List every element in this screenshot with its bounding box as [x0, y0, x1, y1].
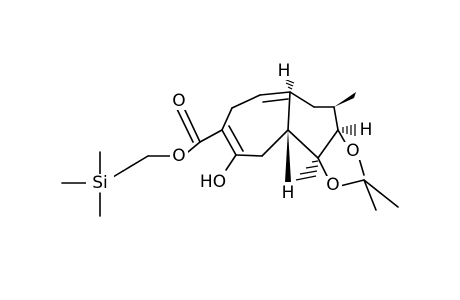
dioxolane-oxygen-lower-label: O	[326, 175, 339, 195]
wedge-bond-h-bottom	[285, 130, 291, 182]
bond-carbonyl-ring	[199, 129, 223, 143]
ring-hydrogen-bottom-label: H	[282, 183, 295, 203]
bond-ring-c7-c6	[235, 154, 263, 157]
silicon-label: Si	[92, 173, 108, 193]
hashed-bond-h-right	[342, 124, 356, 136]
bond-c-o-c-o-lower	[317, 129, 339, 159]
bond-ester-o-carbonyl	[187, 141, 201, 153]
bond-o-lower-cme2	[339, 179, 365, 187]
bond-c7-hydroxyl	[225, 154, 237, 171]
bond-ring-c2-c3	[231, 94, 261, 109]
bond-ring-c1-c7-double-a	[221, 129, 237, 156]
atom-labels: O O Si HO H H H O O	[86, 61, 374, 203]
bond-ring-c1-c7-double-b	[228, 125, 244, 152]
carbonyl-oxygen-label: O	[172, 91, 185, 111]
bond-cme2-methyl-right	[363, 179, 399, 208]
ring-hydrogen-right-label: H	[360, 120, 373, 140]
bond-c4-ch2	[289, 91, 315, 108]
bond-si-ch2	[112, 170, 124, 178]
ester-oxygen-label: O	[172, 146, 185, 166]
hydroxyl-label: HO	[200, 172, 226, 192]
dioxolane-oxygen-upper-label: O	[346, 141, 359, 161]
wedge-bond-methyl	[334, 92, 356, 107]
bond-ch2-ch2	[122, 155, 149, 172]
bond-ring-c3-c4-double-a	[259, 91, 291, 96]
bond-ring-c1-c2	[221, 107, 233, 131]
bond-o-upper-cme2	[358, 157, 365, 176]
bond-ring-c6-c5	[261, 129, 289, 157]
bond-c-o-lower-o	[317, 157, 329, 179]
hashed-bond-methyl-lower	[295, 160, 319, 181]
bond-c-methyl-c-o	[333, 106, 339, 131]
bond-c-o-lower-c5	[287, 129, 319, 159]
bond-carbonyl-double-b	[176, 108, 194, 143]
ring-hydrogen-top-label: H	[278, 61, 291, 81]
stereo-bonds	[283, 78, 356, 182]
bond-cme2-methyl-down	[363, 179, 377, 211]
bond-ring-c5-c4	[287, 91, 291, 131]
bond-c-o-upper	[337, 129, 347, 145]
bond-ring-c3-c4-double-b	[262, 98, 289, 103]
bond-lines	[61, 91, 399, 217]
bond-carbonyl-double-a	[183, 107, 201, 143]
